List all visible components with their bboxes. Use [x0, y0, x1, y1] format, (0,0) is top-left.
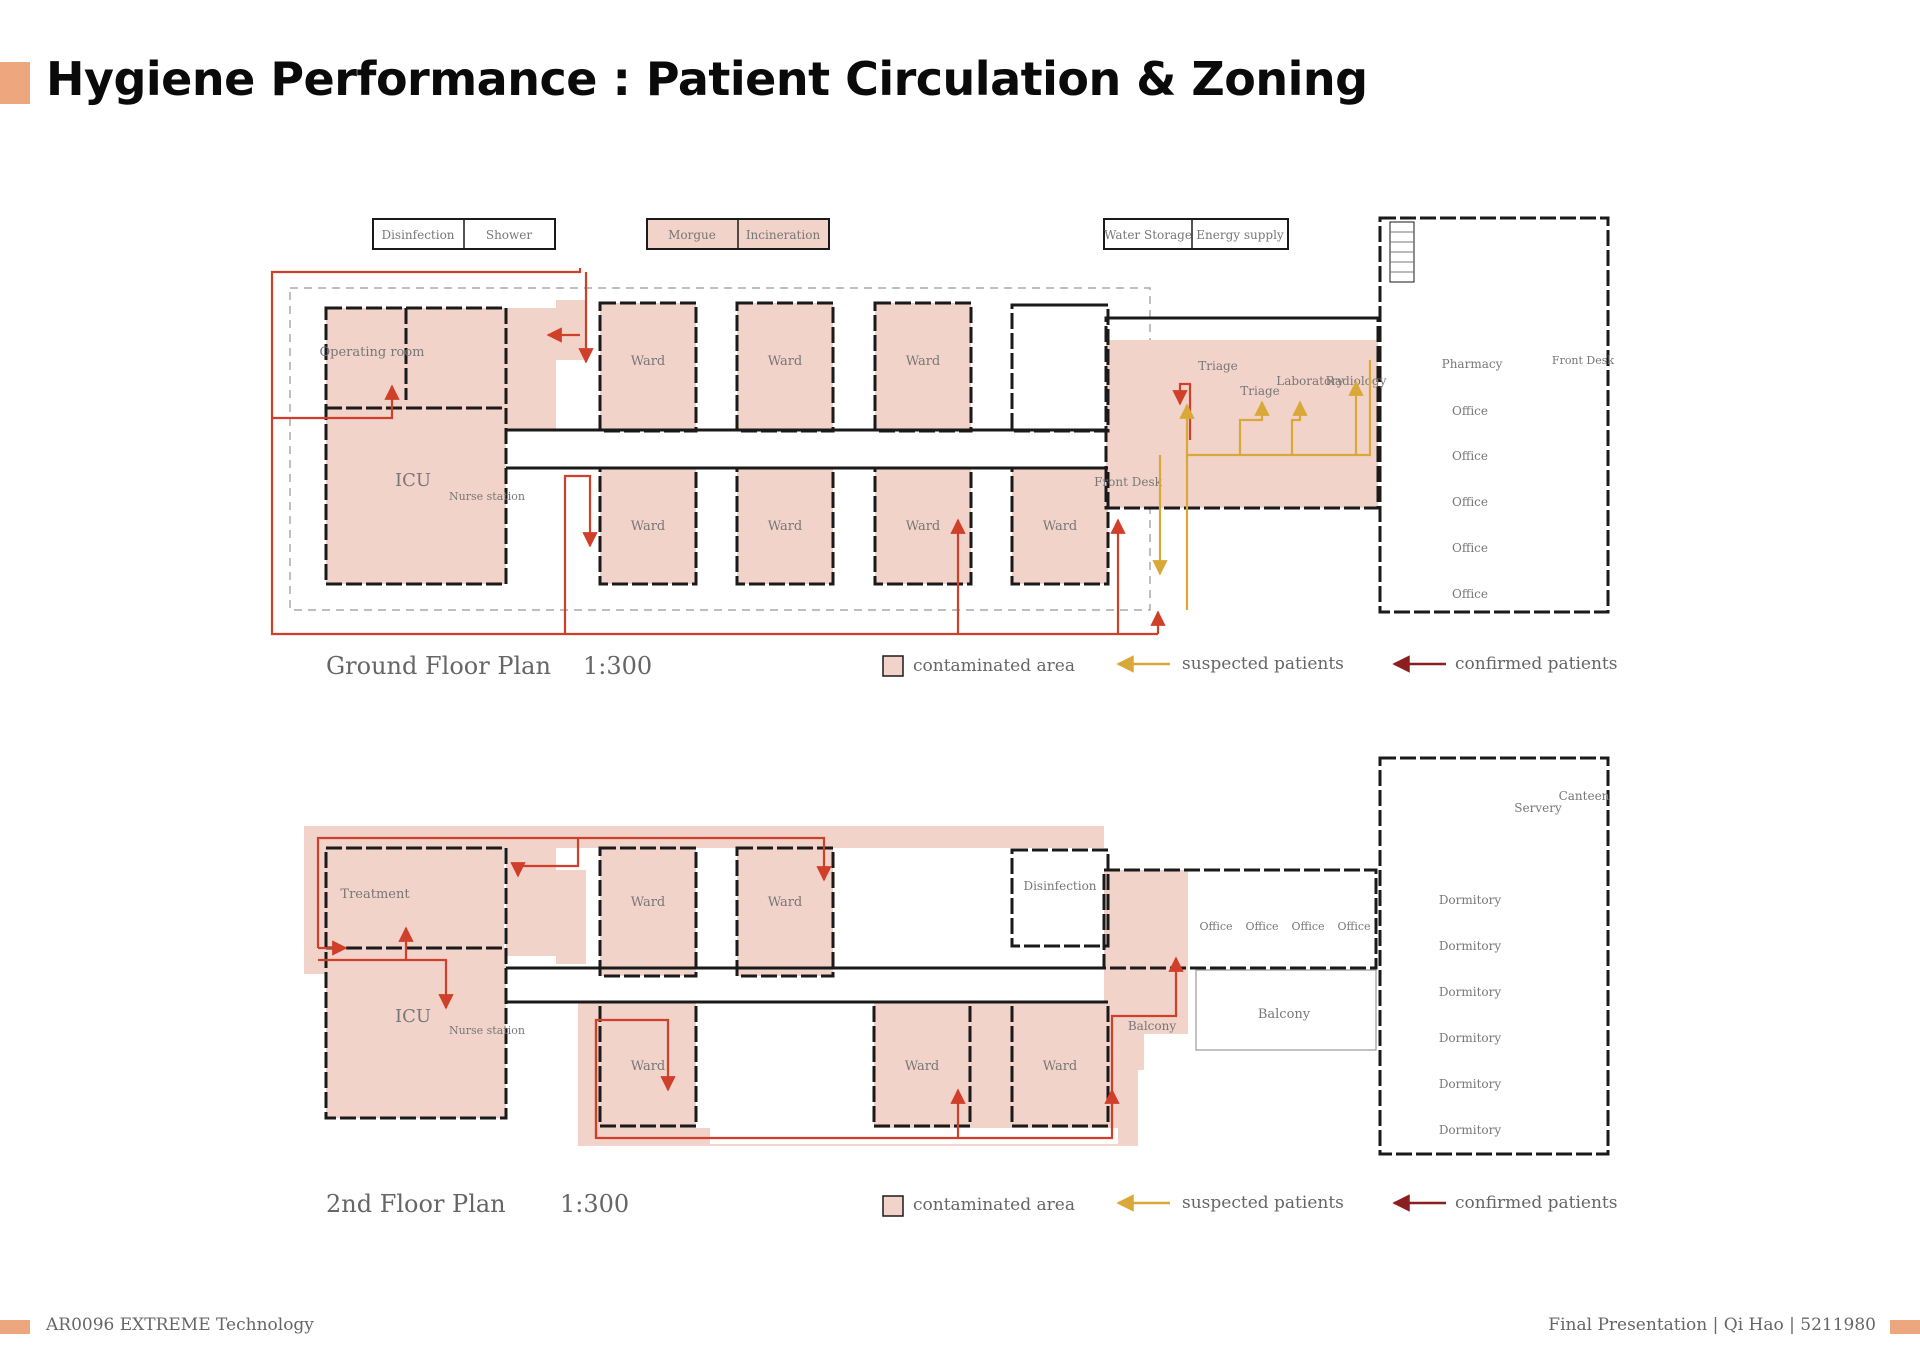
ground-confirmed-route	[270, 268, 1192, 636]
legend-confirmed-label: confirmed patients	[1455, 1193, 1618, 1213]
room-label-dormitory: Dormitory	[1439, 893, 1502, 907]
footer-course: AR0096 EXTREME Technology	[46, 1315, 314, 1335]
second-confirmed-route	[316, 836, 1184, 1140]
service-box-water-energy: Water Storage Energy supply	[1103, 218, 1289, 250]
second-floor-plan: Treatment ICU Nurse station Ward Ward Wa…	[304, 756, 1610, 1156]
room-label-servery: Servery	[1514, 801, 1562, 815]
room-label-front-desk-right: Front Desk	[1552, 354, 1614, 367]
ground-room-labels: Operating room ICU Nurse station Ward Wa…	[319, 345, 1614, 601]
room-label-ward: Ward	[906, 354, 941, 369]
contaminated-swatch	[882, 1195, 904, 1217]
room-label-ward: Ward	[768, 519, 803, 534]
legend-suspected-label: suspected patients	[1182, 654, 1344, 674]
legend-contaminated-label: contaminated area	[913, 656, 1075, 676]
room-label-disinfection: Disinfection	[1023, 879, 1096, 893]
ground-contaminated-zones	[326, 300, 1378, 584]
title-accent-bar	[0, 62, 30, 104]
service-box-morgue-incineration: Morgue Incineration	[646, 218, 830, 250]
second-floor-title: 2nd Floor Plan	[326, 1190, 506, 1218]
legend-ground	[882, 655, 1446, 677]
second-floor-scale: 1:300	[560, 1190, 630, 1218]
service-box-disinfection-shower: Disinfection Shower	[372, 218, 556, 250]
footer-accent-right	[1890, 1320, 1920, 1334]
room-label-office: Office	[1199, 920, 1232, 933]
footer-credit: Final Presentation | Qi Hao | 5211980	[1548, 1315, 1876, 1335]
second-room-labels: Treatment ICU Nurse station Ward Ward Wa…	[340, 789, 1609, 1137]
room-label-balcony-left: Balcony	[1128, 1019, 1176, 1033]
room-label-ward: Ward	[906, 519, 941, 534]
contaminated-swatch	[882, 655, 904, 677]
ground-floor-title: Ground Floor Plan	[326, 652, 551, 680]
room-label-office: Office	[1452, 495, 1488, 509]
room-label-office: Office	[1452, 541, 1488, 555]
service-label: Incineration	[746, 228, 821, 242]
service-label: Energy supply	[1196, 228, 1284, 242]
room-label-triage: Triage	[1240, 384, 1280, 398]
service-label: Disinfection	[381, 228, 454, 242]
footer-accent-left	[0, 1320, 30, 1334]
service-label: Water Storage	[1104, 228, 1192, 242]
room-label-front-desk: Front Desk	[1094, 475, 1163, 489]
room-label-ward: Ward	[631, 895, 666, 910]
room-label-ward: Ward	[631, 354, 666, 369]
room-label-dormitory: Dormitory	[1439, 1123, 1502, 1137]
page-title: Hygiene Performance : Patient Circulatio…	[46, 52, 1368, 106]
room-label-ward: Ward	[768, 895, 803, 910]
room-label-office: Office	[1245, 920, 1278, 933]
service-label: Shower	[486, 228, 533, 242]
room-label-ward: Ward	[905, 1059, 940, 1074]
room-label-nurse: Nurse station	[449, 490, 525, 503]
room-label-laboratory: Laboratory	[1276, 374, 1344, 388]
room-label-dormitory: Dormitory	[1439, 985, 1502, 999]
room-label-icu: ICU	[395, 1006, 431, 1027]
balcony-outline	[1195, 969, 1377, 1051]
legend-confirmed-label: confirmed patients	[1455, 654, 1618, 674]
second-corridors	[506, 966, 1106, 1004]
room-label-balcony: Balcony	[1258, 1007, 1311, 1022]
room-label-nurse: Nurse station	[449, 1024, 525, 1037]
room-label-ward: Ward	[631, 519, 666, 534]
ground-floor-plan: Disinfection Shower Morgue Incineration …	[270, 216, 1614, 636]
room-label-ward: Ward	[631, 1059, 666, 1074]
room-label-office: Office	[1452, 449, 1488, 463]
room-label-icu: ICU	[395, 470, 431, 491]
room-label-office: Office	[1452, 587, 1488, 601]
legend-contaminated-label: contaminated area	[913, 1195, 1075, 1215]
room-label-canteen: Canteen	[1559, 789, 1610, 803]
room-label-ward: Ward	[1043, 1059, 1078, 1074]
room-label-triage: Triage	[1198, 359, 1238, 373]
room-label-ward: Ward	[1043, 519, 1078, 534]
room-label-office: Office	[1337, 920, 1370, 933]
legend-suspected-label: suspected patients	[1182, 1193, 1344, 1213]
room-label-dormitory: Dormitory	[1439, 1031, 1502, 1045]
room-label-office: Office	[1291, 920, 1324, 933]
ground-corridors	[506, 303, 1380, 470]
room-label-dormitory: Dormitory	[1439, 939, 1502, 953]
ground-floor-scale: 1:300	[583, 652, 653, 680]
room-label-office: Office	[1452, 404, 1488, 418]
stair-hatching	[1389, 221, 1415, 283]
ring-gap	[710, 1128, 1118, 1144]
room-label-operating: Operating room	[319, 345, 424, 360]
room-label-treatment: Treatment	[340, 887, 410, 902]
courtyard-bottom	[696, 1002, 874, 1128]
legend-second	[882, 1194, 1446, 1217]
ground-suspected-route	[1152, 360, 1372, 610]
room-label-ward: Ward	[768, 354, 803, 369]
room-label-pharmacy: Pharmacy	[1442, 357, 1503, 371]
room-label-dormitory: Dormitory	[1439, 1077, 1502, 1091]
service-label: Morgue	[668, 228, 716, 242]
